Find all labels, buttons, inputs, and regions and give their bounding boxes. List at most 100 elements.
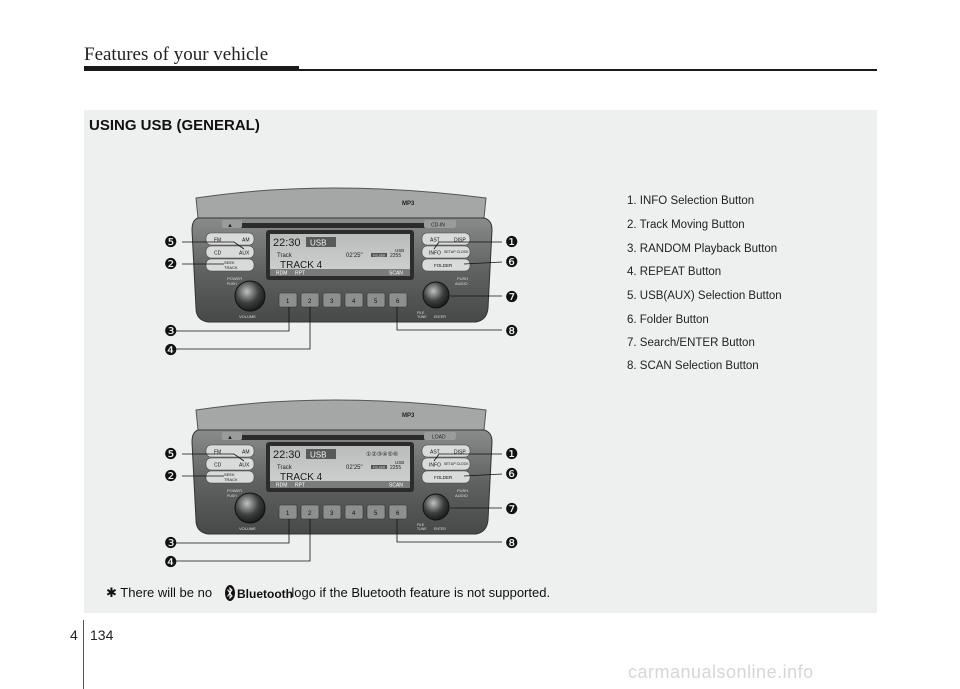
callout-5: ❺ (164, 234, 177, 251)
cd-label: CD (214, 463, 222, 469)
preset-5: 5 (374, 299, 378, 305)
callout-8: ❽ (505, 535, 518, 552)
callout-7: ❼ (505, 289, 518, 306)
callout-4: ❹ (164, 342, 177, 359)
header-rule-thick (84, 66, 299, 71)
lcd-source: USB (310, 239, 326, 248)
lcd-mode-scan: SCAN (389, 483, 403, 489)
preset-1: 1 (286, 299, 290, 305)
callout-2: ❷ (164, 468, 177, 485)
lcd-file-count: 2255 (390, 465, 401, 471)
lcd-source-box (306, 237, 336, 247)
cd-slot (226, 223, 456, 228)
file-label: FILE (417, 523, 425, 527)
page-number: 134 (90, 627, 114, 643)
volume-label: VOLUME (239, 526, 256, 531)
watermark: carmanualsonline.info (628, 662, 814, 682)
audio-label: AUDIO (455, 281, 468, 286)
lcd-folder: FOLDER (373, 465, 386, 469)
lcd-folder: FOLDER (373, 253, 386, 257)
leader-lines (174, 241, 503, 350)
file-label: FILE (417, 311, 425, 315)
lcd-track-big: TRACK 4 (280, 260, 323, 271)
tune-knob (422, 493, 450, 521)
lcd-mode-rdm: RDM (276, 483, 287, 489)
am-label: AM (242, 238, 250, 244)
lcd-elapsed: 02'25" (346, 253, 363, 259)
aux-label: AUX (239, 251, 250, 257)
preset-4: 4 (352, 511, 356, 517)
preset-4: 4 (352, 299, 356, 305)
seek-track-button (205, 470, 255, 484)
info-label: INFO (429, 251, 441, 257)
callout-markers: ❺ ❷ ❸ ❹ ❶ ❻ ❼ ❽ (164, 234, 518, 359)
aux-label: AUX (239, 463, 250, 469)
legend-item: 8. SCAN Selection Button (627, 360, 759, 372)
folder-button (421, 470, 471, 484)
lcd-mode-bar (270, 481, 410, 488)
preset-buttons: 1 2 3 4 5 6 (278, 292, 408, 308)
push-label: PUSH (457, 488, 468, 493)
legend-item: 3. RANDOM Playback Button (627, 243, 778, 255)
ast-label: AST (430, 450, 440, 456)
lcd-mode-bar (270, 269, 410, 276)
cd-in-label: CD-IN (431, 223, 445, 229)
legend-item: 6. Folder Button (627, 314, 709, 326)
power-label: POWER (227, 276, 242, 281)
lcd-source-box (306, 449, 336, 459)
load-button (424, 432, 456, 440)
seek-track-button (205, 258, 255, 272)
footnote-text-before: There will be no (120, 585, 213, 600)
bluetooth-logo-text: Bluetooth (237, 587, 293, 601)
legend-item: 2. Track Moving Button (627, 219, 745, 231)
folder-label: FOLDER (434, 263, 453, 268)
lcd-mode-scan: SCAN (389, 271, 403, 277)
callout-8: ❽ (505, 323, 518, 340)
eject-icon: ▲ (227, 435, 233, 441)
enter-label: ENTER (434, 315, 446, 319)
preset-3: 3 (330, 511, 334, 517)
seek-label: SEEK (224, 260, 235, 265)
callout-6: ❻ (505, 254, 518, 271)
lcd-elapsed: 02'25" (346, 465, 363, 471)
lcd-usb-tag: USB (395, 248, 404, 253)
ast-label: AST (430, 238, 440, 244)
callout-3: ❸ (164, 323, 177, 340)
figure-panel: USING USB (GENERAL) 1. INFO Selection Bu… (84, 110, 877, 613)
preset-6: 6 (396, 511, 400, 517)
lcd-time: 22:30 (273, 449, 301, 461)
enter-label: ENTER (434, 527, 446, 531)
callout-6: ❻ (505, 466, 518, 483)
info-label: INFO (429, 463, 441, 469)
lcd-usb-tag: USB (395, 460, 404, 465)
callout-2: ❷ (164, 256, 177, 273)
legend-item: 4. REPEAT Button (627, 266, 722, 278)
callout-markers: ❺ ❷ ❸ ❹ ❶ ❻ ❼ ❽ (164, 446, 518, 571)
push-label: PUSH (457, 276, 468, 281)
power-label: POWER (227, 488, 242, 493)
mp3-badge: MP3 (402, 201, 415, 207)
preset-3: 3 (330, 299, 334, 305)
am-label: AM (242, 450, 250, 456)
lcd-source: USB (310, 451, 326, 460)
cd-aux-button (205, 457, 255, 471)
tune-label: TUNE (417, 315, 427, 319)
fm-label: FM (214, 450, 221, 456)
footnote: ✱ There will be no logo if the Bluetooth… (106, 585, 550, 601)
cd-in-button (424, 220, 456, 228)
folder-button (421, 258, 471, 272)
fm-label: FM (214, 238, 221, 244)
preset-2: 2 (308, 299, 312, 305)
preset-6: 6 (396, 299, 400, 305)
setup-clock-label: SETUP CLOCK (444, 250, 469, 254)
tune-knob (422, 281, 450, 309)
lcd-folder-box (371, 253, 387, 257)
radio-hood (195, 399, 487, 431)
cd-slot (226, 435, 456, 440)
load-label: LOAD (432, 435, 446, 441)
leader-lines (174, 453, 503, 562)
margin-line (83, 620, 84, 689)
page-header-title: Features of your vehicle (84, 44, 269, 65)
disp-label: DISP (454, 450, 466, 456)
legend-item: 7. Search/ENTER Button (627, 337, 755, 349)
